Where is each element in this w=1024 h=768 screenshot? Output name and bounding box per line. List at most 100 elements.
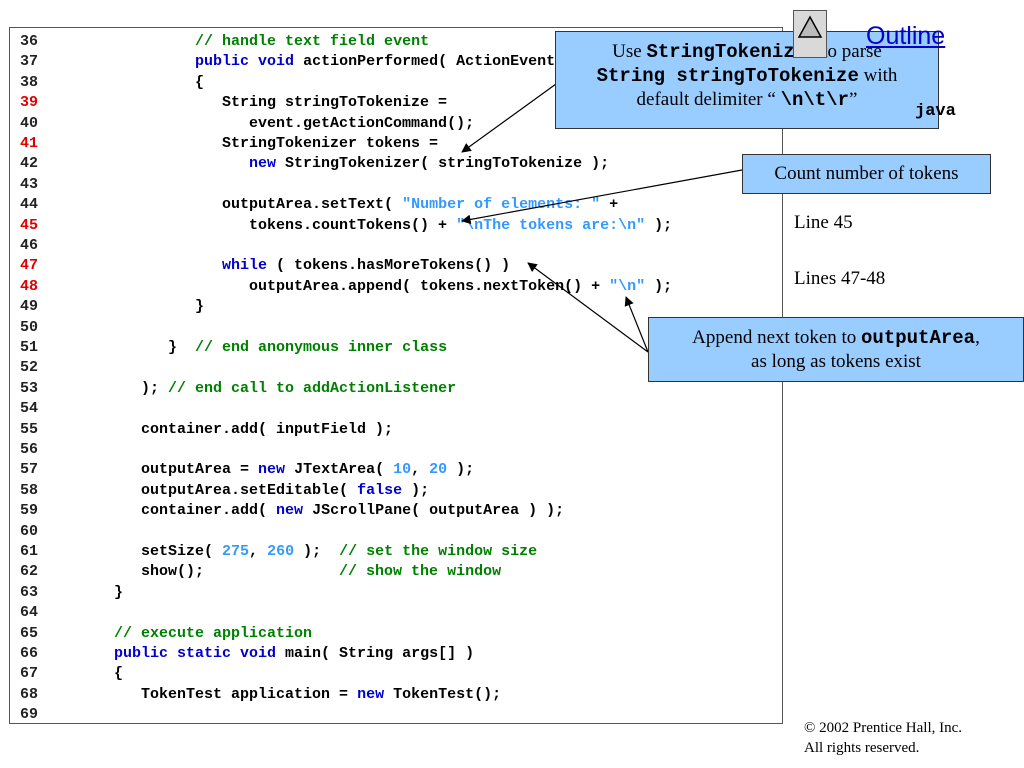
code-token: } [60,339,196,356]
line-number: 37 [20,53,39,71]
line-number: 61 [20,543,39,560]
code-line: 44 outputArea.setText( "Number of elemen… [20,195,618,215]
code-token: "\n" [609,277,646,295]
code-line: 52 [20,358,60,378]
callout-append-line-2: as long as tokens exist [751,351,921,372]
code-line: 54 [20,399,60,419]
line-number: 43 [20,175,39,193]
code-line: 69 [20,705,60,725]
code-token: TokenTest application = [60,685,358,703]
line-number: 58 [20,481,39,499]
line-number: 56 [20,441,39,458]
line-number: 60 [20,522,39,540]
code-line: 38 { [20,73,204,93]
arrow-to-line-47 [527,262,649,353]
code-token: } [60,583,124,601]
code-token: "Number of elements: " [402,196,601,214]
code-token: setSize( [60,543,223,560]
arrow-to-line-48 [624,296,649,353]
code-token: outputArea.setText( [60,196,403,214]
line-number: 47 [20,257,39,275]
callout-line-2: String stringToTokenize with [596,65,898,87]
code-line: 61 setSize( 275, 260 ); // set the windo… [20,542,537,562]
line-number: 64 [20,604,39,622]
line-number: 53 [20,379,39,397]
line-number: 48 [20,277,39,295]
code-token: false [357,481,403,499]
code-line: 67 { [20,664,123,684]
callout-append-line-1: Append next token to outputArea, [692,327,980,349]
code-line: 49 } [20,297,204,317]
code-line: 47 while ( tokens.hasMoreTokens() ) [20,256,510,276]
copyright-line-2: All rights reserved. [804,740,920,756]
line-number: 46 [20,237,39,254]
code-line: 39 String stringToTokenize = [20,93,447,113]
code-token: ); [60,379,169,397]
callout-stringtokenizer: Use StringTokenizer to parse String stri… [555,31,939,129]
code-token: { [60,665,124,683]
callout-line-1: Use StringTokenizer to parse [612,41,882,63]
line-number: 57 [20,461,39,479]
copyright-line-1: © 2002 Prentice Hall, Inc. [804,720,963,736]
outline-up-arrow-icon[interactable] [793,10,827,58]
line-number: 63 [20,583,39,601]
line-number: 55 [20,420,39,438]
code-token: container.add( inputField ); [60,420,394,438]
code-line: 40 event.getActionCommand(); [20,114,474,134]
line-number: 41 [20,135,39,152]
line-number: 42 [20,155,39,173]
line-number: 49 [20,298,39,316]
code-line: 63 } [20,583,123,603]
code-token: // end call to addActionListener [168,379,457,397]
code-token: JTextArea( [285,461,394,479]
code-token: , [411,461,430,479]
file-name-label: java [915,102,956,121]
code-line: 64 [20,603,60,623]
code-token: ); [402,481,430,499]
lines-47-48-label: Lines 47-48 [794,268,886,289]
line-number: 69 [20,706,39,724]
line-number: 36 [20,33,39,50]
code-line: 59 container.add( new JScrollPane( outpu… [20,501,564,521]
code-token: JScrollPane( outputArea ) ); [303,502,565,520]
outline-link[interactable]: Outline [866,22,946,50]
code-line: 42 new StringTokenizer( stringToTokenize… [20,154,609,174]
code-token: container.add( [60,502,277,520]
code-token: // set the window size [339,543,538,560]
code-token: main( String args[] ) [276,645,475,662]
code-token: ); [645,216,673,234]
code-token: new [357,685,385,703]
code-token: ); [447,461,475,479]
code-line: 65 // execute application [20,624,312,644]
code-line: 36 // handle text field event [20,32,429,52]
code-token: 20 [429,461,448,479]
callout-line-3: default delimiter “ \n\t\r” [636,89,858,111]
line-number: 65 [20,624,39,642]
code-token: + [600,196,619,214]
line-number: 45 [20,216,39,234]
code-line: 48 outputArea.append( tokens.nextToken()… [20,277,672,297]
code-line: 55 container.add( inputField ); [20,420,393,440]
code-token: // show the window [339,563,502,581]
code-token: 10 [393,461,412,479]
code-token: } [60,298,205,316]
code-token: public static void [114,645,277,662]
code-token: show(); [60,563,340,581]
line-number: 51 [20,339,39,356]
line-number: 66 [20,645,39,662]
line-number: 54 [20,400,39,418]
code-line: 46 [20,236,60,256]
code-line: 60 [20,522,60,542]
line-number: 59 [20,502,39,520]
code-line: 68 TokenTest application = new TokenTest… [20,685,501,705]
code-token: outputArea.append( tokens.nextToken() + [60,277,610,295]
line-number: 52 [20,359,39,377]
code-line: 50 [20,318,60,338]
line-number: 62 [20,563,39,581]
line-45-label: Line 45 [794,212,853,233]
code-token: ); [294,543,340,560]
code-token: , [249,543,268,560]
code-token: new [249,155,277,173]
line-number: 44 [20,196,39,214]
